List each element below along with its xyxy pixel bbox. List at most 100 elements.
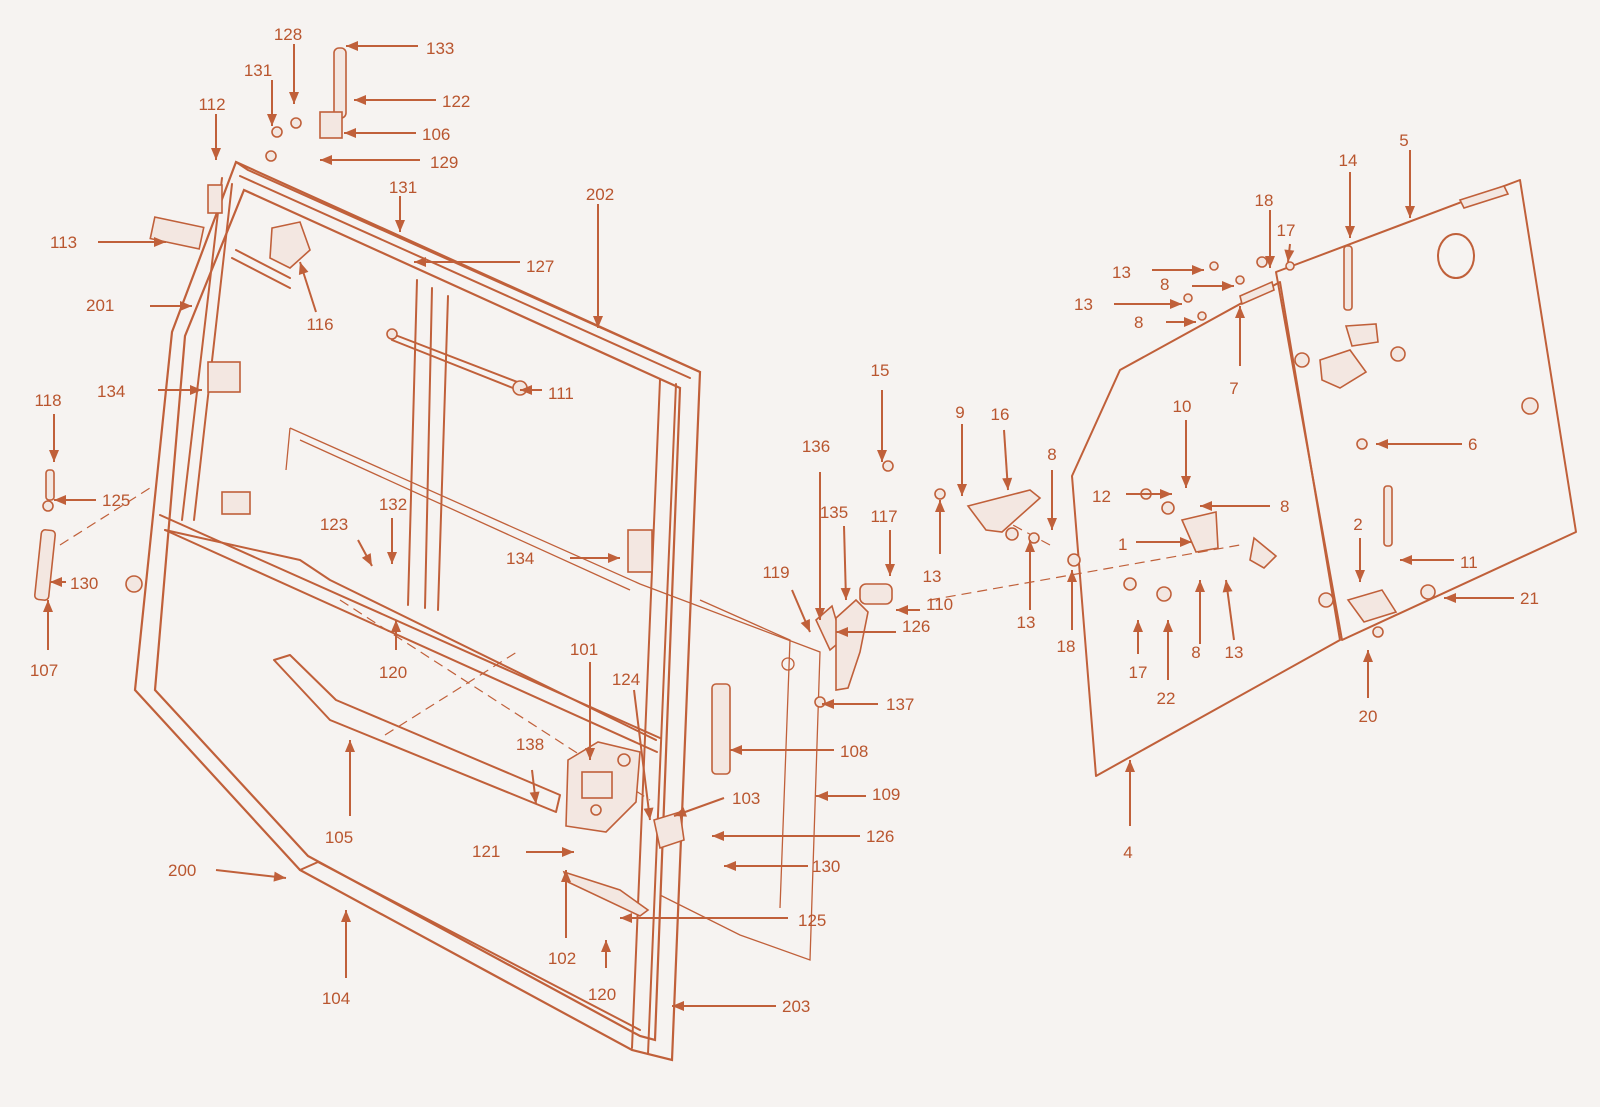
gas-strut bbox=[386, 328, 528, 396]
callout-label: 13 bbox=[1225, 643, 1244, 662]
callout-label: 7 bbox=[1229, 379, 1238, 398]
callout-arrowhead-128 bbox=[289, 92, 299, 104]
callout-arrowhead-116 bbox=[298, 262, 309, 275]
callout-arrowhead-200 bbox=[273, 871, 286, 882]
callout-label: 133 bbox=[426, 39, 454, 58]
callout-label: 13 bbox=[1017, 613, 1036, 632]
callout-arrowhead-124 bbox=[643, 807, 654, 820]
hinge-lower-left bbox=[221, 491, 251, 515]
callout-arrowhead-130 bbox=[724, 861, 736, 871]
door-frame bbox=[133, 160, 702, 1062]
callout-arrowhead-134 bbox=[608, 553, 620, 563]
callout-arrowhead-117 bbox=[885, 564, 895, 576]
glass-panel-5 bbox=[1275, 179, 1577, 641]
callout-label: 15 bbox=[871, 361, 890, 380]
callout-arrowhead-8 bbox=[1195, 580, 1205, 592]
callout-label: 129 bbox=[430, 153, 458, 172]
callout-arrowhead-14 bbox=[1345, 226, 1355, 238]
callout-arrowhead-8 bbox=[1222, 281, 1234, 291]
bracket-134-left bbox=[207, 361, 241, 393]
callout-arrowhead-15 bbox=[877, 450, 887, 462]
callout-arrowhead-112 bbox=[211, 148, 221, 160]
callout-label: 103 bbox=[732, 789, 760, 808]
callout-label: 112 bbox=[198, 95, 225, 114]
callout-arrowhead-105 bbox=[345, 740, 355, 752]
callout-arrowhead-8 bbox=[1184, 317, 1196, 327]
callout-arrowhead-132 bbox=[387, 552, 397, 564]
callout-label: 13 bbox=[923, 567, 942, 586]
callout-label: 8 bbox=[1160, 275, 1169, 294]
callout-label: 107 bbox=[30, 661, 58, 680]
hinge-bracket-lower bbox=[1318, 485, 1436, 638]
callout-label: 12 bbox=[1092, 487, 1111, 506]
callout-arrowhead-102 bbox=[561, 870, 571, 882]
callout-arrowhead-137 bbox=[822, 699, 834, 709]
callout-label: 17 bbox=[1277, 221, 1296, 240]
callout-arrowhead-125 bbox=[620, 913, 632, 923]
callout-label: 21 bbox=[1520, 589, 1539, 608]
strap-plate bbox=[711, 683, 731, 775]
callout-label: 8 bbox=[1134, 313, 1143, 332]
callout-label: 22 bbox=[1157, 689, 1176, 708]
callout-label: 106 bbox=[422, 125, 450, 144]
callout-arrowhead-131 bbox=[267, 114, 277, 126]
callout-arrowhead-122 bbox=[354, 95, 366, 105]
callout-arrowhead-8 bbox=[1047, 518, 1057, 530]
callout-label: 201 bbox=[86, 296, 114, 315]
callout-label: 11 bbox=[1460, 553, 1478, 572]
callout-arrowhead-126 bbox=[836, 627, 848, 637]
seal-7 bbox=[1239, 280, 1275, 306]
callout-arrowhead-123 bbox=[361, 553, 372, 566]
callout-label: 202 bbox=[586, 185, 614, 204]
callout-arrowhead-9 bbox=[957, 484, 967, 496]
callout-arrowhead-130 bbox=[50, 577, 62, 587]
callout-arrowhead-13 bbox=[1025, 540, 1035, 552]
callout-label: 137 bbox=[886, 695, 914, 714]
callout-label: 138 bbox=[516, 735, 544, 754]
callout-label: 108 bbox=[840, 742, 868, 761]
callout-arrowhead-13 bbox=[1170, 299, 1182, 309]
callout-arrowhead-17 bbox=[1284, 249, 1295, 262]
callout-label: 105 bbox=[325, 828, 353, 847]
callout-arrowhead-121 bbox=[562, 847, 574, 857]
callout-label: 9 bbox=[955, 403, 964, 422]
inner-panel bbox=[285, 427, 821, 961]
callout-arrowhead-10 bbox=[1181, 476, 1191, 488]
callout-arrowhead-18 bbox=[1067, 570, 1077, 582]
callout-arrowhead-7 bbox=[1235, 306, 1245, 318]
callout-label: 135 bbox=[820, 503, 848, 522]
callout-label: 104 bbox=[322, 989, 350, 1008]
callout-label: 20 bbox=[1359, 707, 1378, 726]
lock-assembly bbox=[565, 741, 641, 833]
callout-label: 122 bbox=[442, 92, 470, 111]
callout-arrowhead-108 bbox=[730, 745, 742, 755]
callout-label: 101 bbox=[570, 640, 598, 659]
callout-label: 4 bbox=[1123, 843, 1132, 862]
hinge-103 bbox=[653, 810, 685, 850]
callout-arrowhead-134 bbox=[190, 385, 202, 395]
callout-label: 127 bbox=[526, 257, 554, 276]
callout-arrowhead-120 bbox=[391, 620, 401, 632]
callout-label: 10 bbox=[1173, 397, 1192, 416]
callout-label: 131 bbox=[389, 178, 417, 197]
callout-arrowhead-118 bbox=[49, 450, 59, 462]
callout-label: 13 bbox=[1112, 263, 1131, 282]
callout-label: 126 bbox=[866, 827, 894, 846]
callout-arrowhead-106 bbox=[344, 128, 356, 138]
callout-arrowhead-101 bbox=[585, 748, 595, 760]
seal-113 bbox=[149, 216, 205, 250]
callout-label: 130 bbox=[70, 574, 98, 593]
callout-arrowhead-17 bbox=[1133, 620, 1143, 632]
callout-arrowhead-133 bbox=[346, 41, 358, 51]
callout-label: 1 bbox=[1118, 535, 1127, 554]
upper-handle bbox=[269, 221, 311, 269]
callout-label: 131 bbox=[244, 61, 272, 80]
callout-label: 14 bbox=[1339, 151, 1358, 170]
callout-arrowhead-103 bbox=[674, 807, 687, 817]
callout-arrowhead-127 bbox=[414, 257, 426, 267]
callout-arrowhead-4 bbox=[1125, 760, 1135, 772]
callout-label: 203 bbox=[782, 997, 810, 1016]
callout-arrowhead-109 bbox=[816, 791, 828, 801]
lower-latch bbox=[562, 870, 650, 917]
top-pin-assembly bbox=[265, 47, 347, 162]
